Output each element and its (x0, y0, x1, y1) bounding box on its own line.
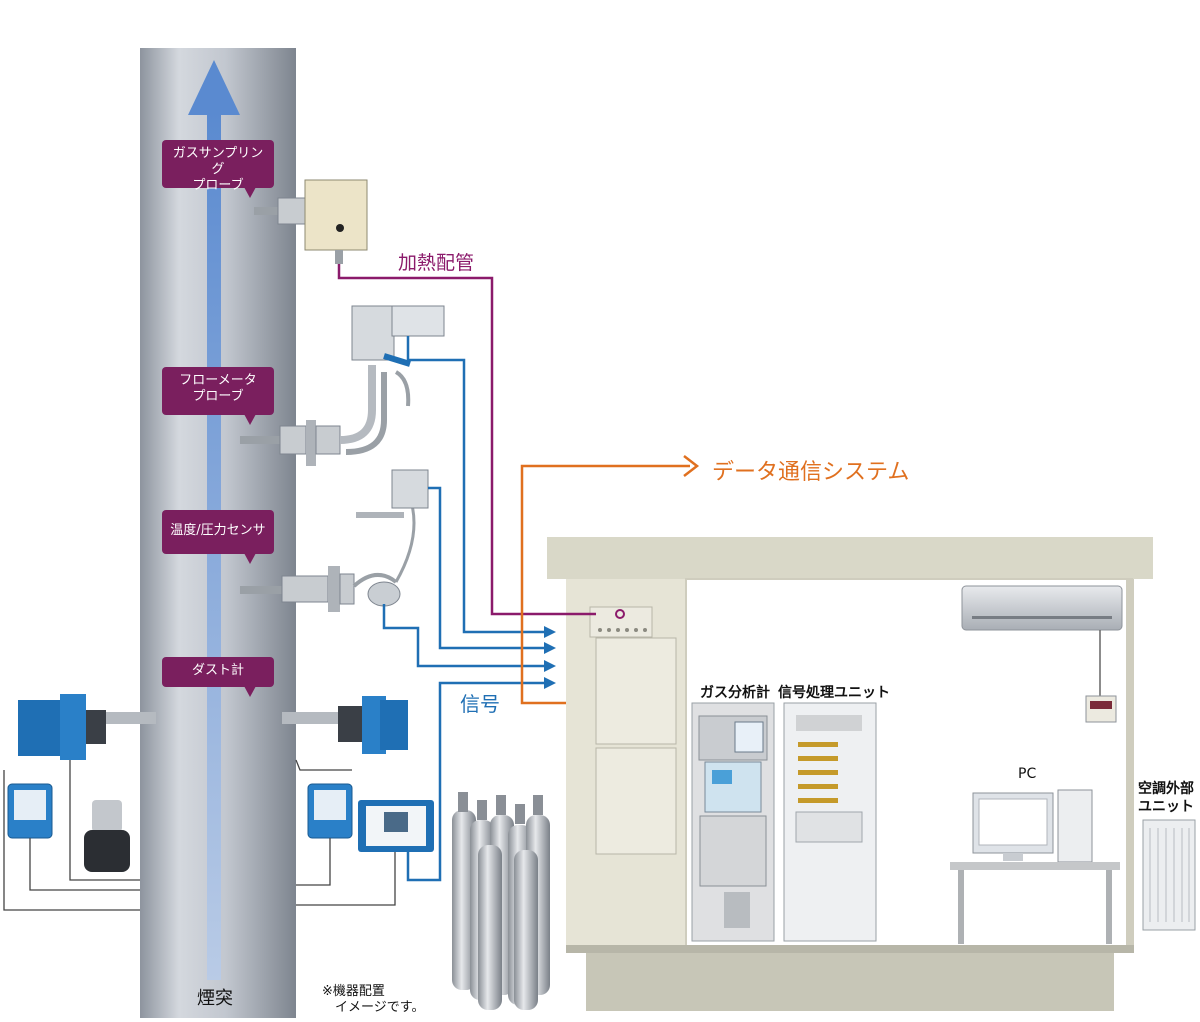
callout-flow-meter-probe: フローメータ プローブ (162, 367, 274, 425)
label-ac-outdoor-unit: 空調外部 ユニット (1138, 781, 1194, 815)
wall-cabinet-lower (595, 747, 677, 855)
air-conditioner (961, 585, 1123, 631)
flow-meter-probe (240, 305, 445, 466)
junction-box (589, 606, 653, 638)
dust-meter-transmitter (18, 694, 156, 760)
label-gas-analyzer: ガス分析計 (700, 685, 770, 701)
label-heated-pipe: 加熱配管 (398, 252, 475, 274)
heated-pipe-line (337, 264, 596, 616)
gas-cylinders (452, 792, 550, 1010)
label-pc: PC (1018, 766, 1037, 782)
callout-gas-sampling-probe: ガスサンプリング プローブ (162, 140, 274, 198)
callout-temp-pressure-sensor: 温度/圧力センサ (162, 510, 274, 564)
dust-meter-receiver (282, 696, 408, 754)
temp-pressure-sensor (240, 469, 429, 612)
data-comm-line (520, 464, 690, 705)
signal-processing-rack (783, 702, 877, 942)
gas-sampling-probe (254, 179, 368, 264)
gas-analyzer-rack (691, 702, 775, 942)
callout-dust-meter: ダスト計 (162, 657, 274, 697)
label-signal-processing-unit: 信号処理ユニット (778, 685, 890, 701)
pc-workstation (950, 789, 1120, 944)
dust-display-unit (358, 800, 434, 852)
ac-outdoor-unit (1142, 819, 1196, 931)
label-signal: 信号 (460, 692, 500, 716)
flow-arrow-head (188, 60, 240, 115)
dust-pump (84, 800, 130, 872)
note-equipment-layout: ※機器配置 イメージです。 (322, 984, 425, 1015)
wall-cabinet-upper (595, 637, 677, 745)
label-chimney: 煙突 (197, 988, 233, 1009)
label-data-comm-system: データ通信システム (712, 460, 910, 485)
signal-lines (382, 336, 548, 882)
